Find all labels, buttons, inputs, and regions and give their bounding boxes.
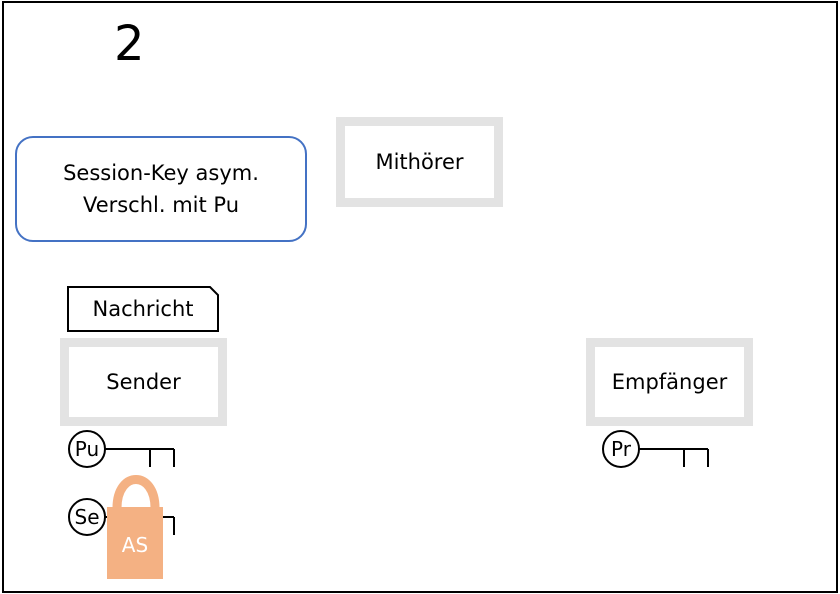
receiver-label: Empfänger xyxy=(611,370,728,394)
eavesdropper-label: Mithörer xyxy=(375,150,464,174)
private-key-label: Pr xyxy=(611,437,631,461)
bag-label: AS xyxy=(121,533,149,557)
sender-box: Sender xyxy=(60,338,227,426)
session-key-label: Se xyxy=(74,505,100,529)
message-label: Nachricht xyxy=(92,297,194,321)
private-key-icon xyxy=(602,430,709,468)
info-line-1: Session-Key asym. xyxy=(63,161,259,185)
eavesdropper-box: Mithörer xyxy=(336,117,503,207)
receiver-box: Empfänger xyxy=(586,338,753,426)
sender-label: Sender xyxy=(106,370,181,394)
page-number: 2 xyxy=(114,16,145,72)
public-key-label: Pu xyxy=(74,437,100,461)
public-key-icon xyxy=(68,430,175,468)
info-line-2: Verschl. mit Pu xyxy=(82,193,240,217)
shopping-bag-icon xyxy=(107,475,163,579)
info-box: Session-Key asym. Verschl. mit Pu xyxy=(15,136,307,242)
